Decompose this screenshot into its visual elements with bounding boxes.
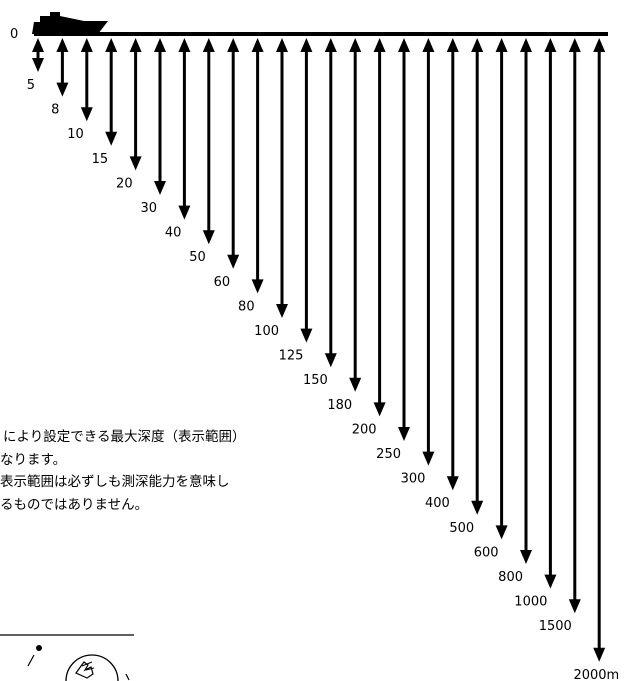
note-line-4: るものではありません。: [0, 496, 149, 513]
depth-arrow: [105, 38, 118, 146]
depth-label: 400: [425, 496, 450, 511]
boat-icon: [32, 12, 108, 34]
depth-label: 10: [67, 127, 84, 142]
depth-label: 300: [401, 472, 426, 487]
depth-arrow: [300, 38, 313, 343]
stamp-icon: [65, 654, 119, 681]
depth-arrow: [495, 38, 508, 540]
depth-arrow: [373, 38, 386, 417]
depth-label: 15: [92, 152, 109, 167]
surface-depth-label: 0: [10, 27, 18, 42]
depth-arrow: [56, 38, 69, 97]
note-line-3: 表示範囲は必ずしも測深能力を意味し: [0, 474, 230, 490]
depth-arrow: [398, 38, 410, 441]
depth-label: 1000: [514, 595, 547, 610]
depth-arrow: [178, 38, 191, 220]
note-line-1: により設定できる最大深度（表示範囲）: [3, 429, 246, 445]
depth-arrow: [129, 38, 142, 171]
depth-arrow: [568, 38, 581, 614]
depth-label: 8: [51, 103, 59, 118]
depth-label: 125: [279, 349, 304, 364]
depth-arrow: [349, 38, 362, 392]
depth-label: 30: [140, 201, 157, 216]
depth-label: 40: [165, 226, 182, 241]
depth-arrow: [422, 38, 435, 466]
depth-label: 2000m: [573, 668, 619, 681]
corner-mark: [125, 673, 130, 681]
depth-arrows: [32, 38, 606, 662]
depth-label: 80: [238, 299, 255, 314]
depth-label: 600: [474, 545, 499, 560]
depth-label: 200: [352, 422, 377, 437]
depth-arrow: [251, 38, 264, 294]
depth-label: 800: [498, 570, 523, 585]
depth-label: 500: [449, 521, 474, 536]
depth-label: 20: [116, 176, 133, 191]
depth-arrow: [324, 38, 337, 368]
depth-arrow: [32, 38, 44, 72]
depth-label: 150: [303, 373, 328, 388]
depth-label: 5: [27, 78, 35, 93]
depth-label: 50: [189, 250, 206, 265]
depth-label: 1500: [539, 619, 572, 634]
note-line-2: なります。: [0, 451, 67, 468]
depth-arrow: [544, 38, 557, 589]
depth-arrow: [202, 38, 215, 245]
depth-label: 250: [376, 447, 401, 462]
depth-label: 60: [214, 275, 231, 290]
depth-arrow: [593, 38, 606, 662]
depth-label: 180: [327, 398, 352, 413]
depth-label: 100: [254, 324, 279, 339]
depth-arrow: [276, 38, 288, 318]
depth-arrow: [471, 38, 484, 515]
depth-arrow: [154, 38, 166, 195]
depth-arrow: [520, 38, 532, 564]
depth-arrow: [446, 38, 459, 491]
range-note: により設定できる最大深度（表示範囲） なります。 表示範囲は必ずしも測深能力を意…: [0, 426, 330, 516]
depth-arrow: [80, 38, 93, 122]
surface-line: [34, 32, 608, 36]
depth-arrow: [227, 38, 240, 269]
pointer-mark-icon: [27, 645, 42, 667]
